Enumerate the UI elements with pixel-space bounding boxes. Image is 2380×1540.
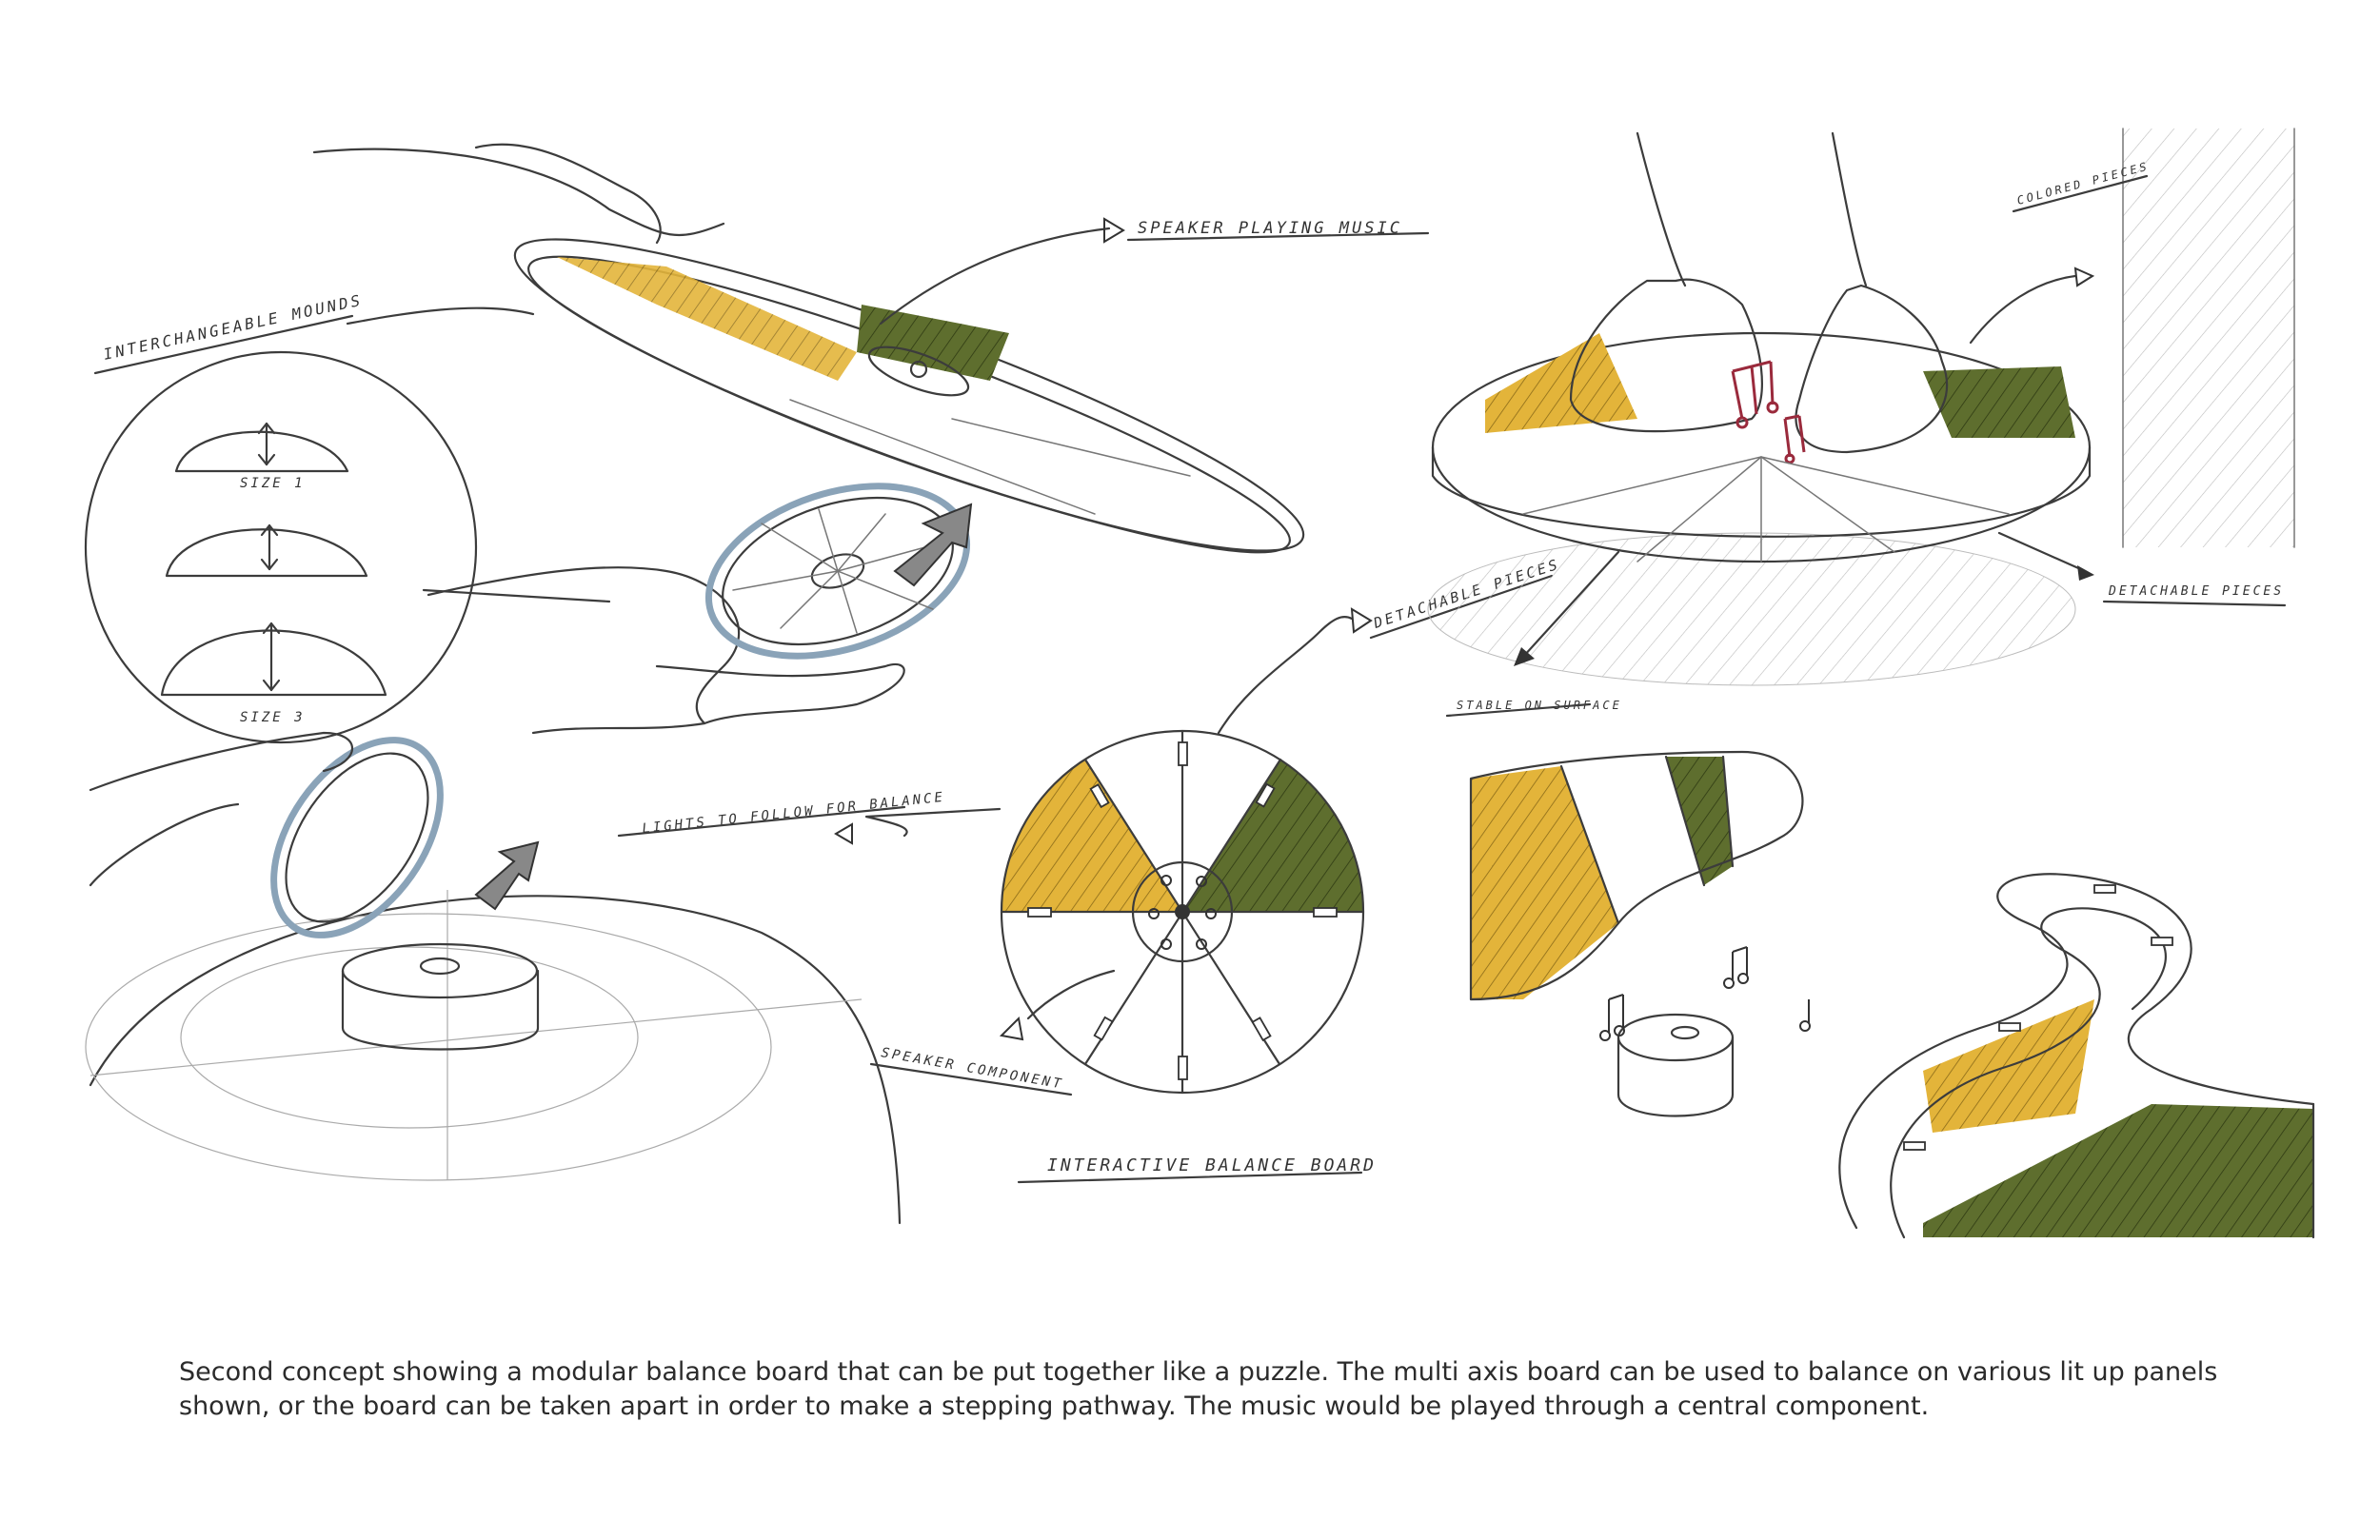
top-left-labels: SPEAKER PLAYING MUSIC INTERCHANGEABLE MO…	[93, 217, 1430, 375]
stepping-pathway-sketch	[1838, 873, 2315, 1239]
concept-sketch: SIZE 1 SIZE 3 SPEAKER PLAYING MUSIC INTE…	[84, 128, 2315, 1239]
label-stable-on-surface: STABLE ON SURFACE	[1457, 699, 1622, 712]
label-size-1: SIZE 1	[240, 476, 306, 491]
standing-on-board-sketch: DETACHABLE PIECES COLORED PIECES STABLE …	[1427, 128, 2295, 718]
dome-with-ring-sketch	[85, 731, 902, 1225]
mound-sizes-callout: SIZE 1 SIZE 3	[84, 350, 611, 744]
tilted-board-sketch	[312, 143, 1305, 554]
label-speaker-playing-music: SPEAKER PLAYING MUSIC	[1138, 219, 1402, 238]
hand-with-ring-sketch	[426, 483, 973, 735]
label-interchangeable-mounds: INTERCHANGEABLE MOUNDS	[102, 291, 365, 364]
label-detachable-pieces-2: DETACHABLE PIECES	[2108, 584, 2284, 599]
label-interactive-balance-board: INTERACTIVE BALANCE BOARD	[1047, 1155, 1377, 1175]
concept-caption: Second concept showing a modular balance…	[179, 1357, 2218, 1421]
detached-pieces-sketch	[1469, 750, 1811, 1117]
label-size-3: SIZE 3	[240, 710, 306, 725]
